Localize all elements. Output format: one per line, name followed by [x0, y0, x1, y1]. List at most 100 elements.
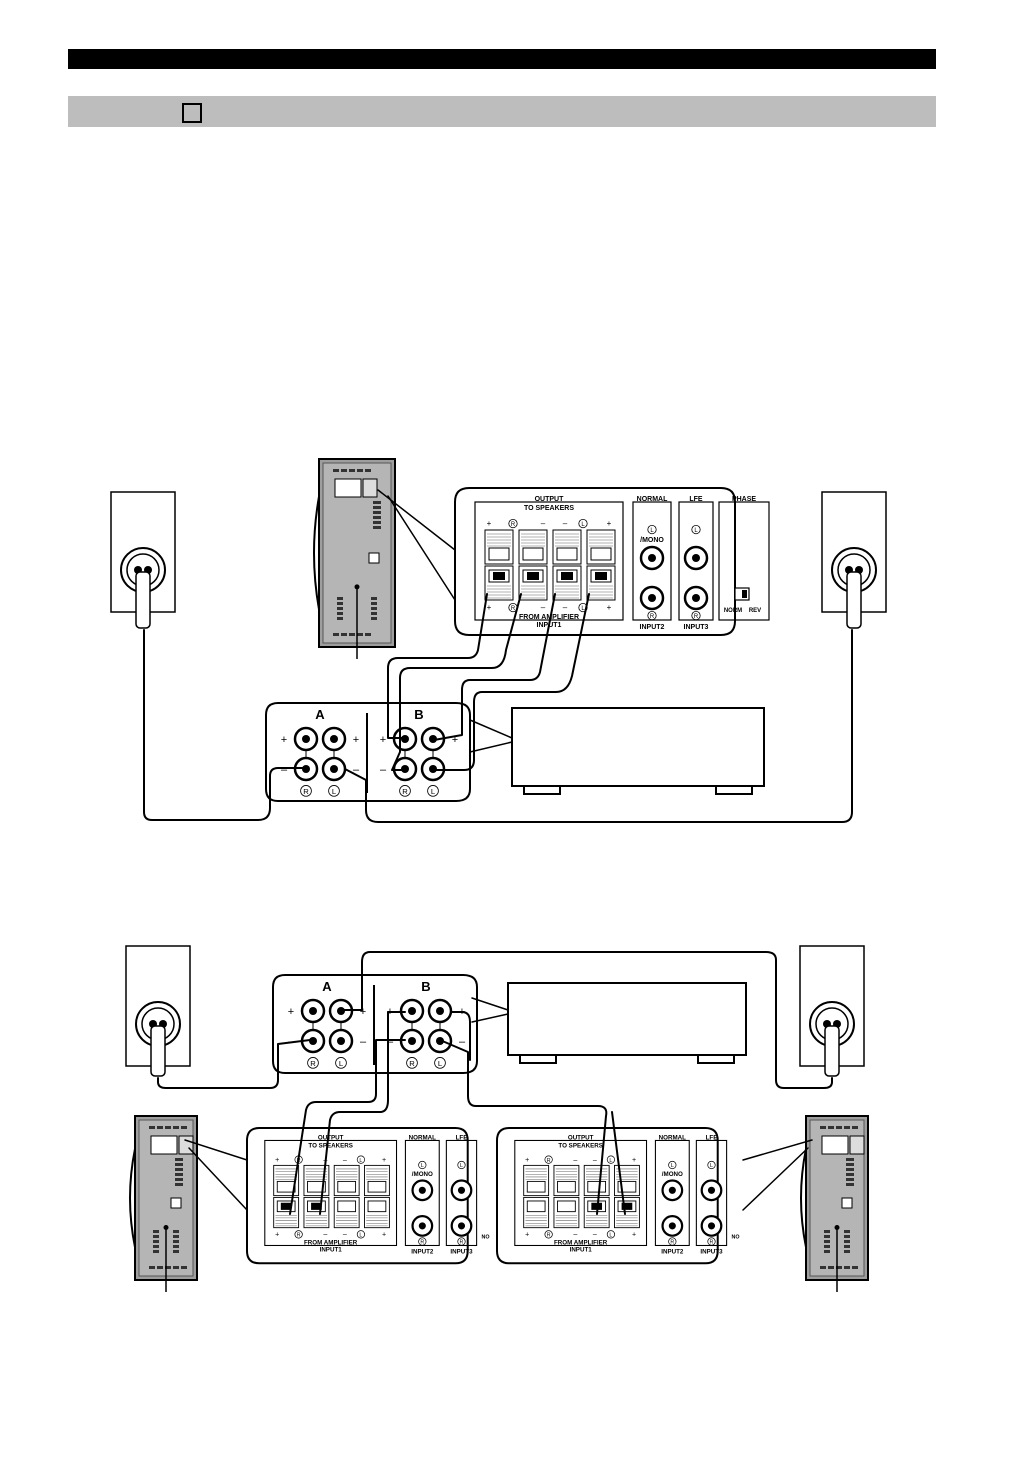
amplifier-top	[511, 707, 765, 795]
subwoofer-top-vent	[371, 597, 377, 600]
sub-input-panel-top-wire-inserted	[527, 572, 539, 580]
sub-input-panel-right-input1-label: INPUT1	[570, 1247, 593, 1254]
subwoofer-top-vent	[333, 633, 339, 636]
sub-input-panel-top-ch-l-ring	[691, 524, 701, 535]
subwoofer-right-bottom-vent	[844, 1240, 850, 1243]
subwoofer-left-bottom-vent	[173, 1126, 179, 1129]
subwoofer-right-bottom-vent	[846, 1158, 854, 1161]
sub-input-panel-top-terminal-clip	[488, 547, 510, 561]
sub-input-panel-top-ch-l-ring	[578, 518, 588, 529]
sub-input-panel-right-normal-label: NORMAL	[659, 1135, 686, 1142]
subwoofer-left-bottom-vent	[181, 1266, 187, 1269]
sub-input-panel-right-ch-r: R	[670, 1240, 674, 1246]
subwoofer-top-vent	[373, 511, 381, 514]
amp-terminals-top-label-b: B	[414, 707, 423, 722]
sub-input-panel-left-normal-label: NORMAL	[409, 1135, 436, 1142]
amp-terminals-top-ch-r-ring	[399, 785, 411, 797]
sub-input-panel-left-rca-jack-pin	[457, 1186, 466, 1194]
sub-input-panel-left-ch-l: L	[460, 1163, 463, 1169]
sub-input-panel-left-ch-r-ring	[418, 1237, 427, 1246]
sub-input-panel-left-mono-label: /MONO	[412, 1171, 433, 1178]
sub-input-panel-top-ch-r: R	[511, 606, 516, 612]
subwoofer-left-bottom-terminal-block	[150, 1135, 178, 1155]
subwoofer-left-bottom-vent	[153, 1245, 159, 1248]
zoom-line	[184, 1139, 248, 1161]
subwoofer-top-vent	[337, 612, 343, 615]
cable-sub-l-plus	[433, 593, 590, 771]
subwoofer-top-vent	[357, 633, 363, 636]
sub-input-panel-left-ch-l: L	[421, 1163, 424, 1169]
sub-input-panel-left-plus: +	[382, 1156, 386, 1164]
sub-input-panel-right-lfe-label: LFE	[706, 1135, 718, 1142]
subwoofer-right-bottom-vent	[846, 1168, 854, 1171]
subwoofer-right-bottom-vent	[844, 1126, 850, 1129]
sub-input-panel-right-ch-r-ring	[544, 1155, 553, 1164]
subwoofer-right-bottom-vent	[852, 1266, 858, 1269]
subwoofer-left-bottom-vent	[153, 1240, 159, 1243]
cable-right-speaker-top	[344, 629, 853, 823]
subwoofer-top-vent	[349, 633, 355, 636]
sub-input-panel-right-minus: –	[573, 1156, 577, 1164]
sub-input-panel-left-no-label: NO	[482, 1234, 490, 1240]
amplifier-top-foot	[523, 785, 561, 795]
subwoofer-right-bottom-vent	[828, 1126, 834, 1129]
amp-terminals-bottom-binding-post-hole	[337, 1037, 345, 1045]
sub-input-panel-right-ch-r: R	[710, 1240, 714, 1246]
amp-terminals-top-ch-r: R	[303, 787, 309, 796]
subwoofer-right-bottom-vent	[844, 1235, 850, 1238]
cable-left-speaker-top	[143, 629, 306, 821]
sub-input-panel-left-ch-l: L	[359, 1233, 362, 1239]
amp-terminals-top-ch-l-ring	[328, 785, 340, 797]
subwoofer-top-vent	[371, 607, 377, 610]
sub-input-panel-right-rca-jack-pin	[668, 1186, 676, 1194]
sub-input-panel-top-ch-r-ring	[647, 610, 657, 621]
sub-input-panel-left-input1-label: INPUT1	[320, 1247, 343, 1254]
sub-input-panel-right-mono-label: /MONO	[662, 1171, 683, 1178]
sub-input-panel-top-rev-label: REV	[749, 608, 761, 614]
sub-input-panel-top-plus: +	[607, 603, 612, 612]
sub-input-panel-left-ch-r-ring	[294, 1230, 303, 1239]
subwoofer-right-bottom-vent	[846, 1163, 854, 1166]
subwoofer-top-vent	[373, 521, 381, 524]
subwoofer-right-bottom-vent	[844, 1230, 850, 1233]
sub-input-panel-top-plus: +	[487, 603, 492, 612]
subwoofer-top-terminal-block	[334, 478, 362, 498]
amp-terminals-top-minus: –	[281, 764, 288, 776]
subwoofer-left-bottom-vent	[173, 1266, 179, 1269]
sub-input-panel-left-ch-r: R	[460, 1240, 464, 1246]
subwoofer-left-bottom-vent	[165, 1266, 171, 1269]
amp-terminals-top-plus: +	[281, 734, 287, 746]
cable-right-speaker-bottom	[339, 951, 833, 1089]
amp-terminals-top-binding-post-hole	[330, 735, 338, 743]
amp-terminals-bottom-ch-l-ring	[335, 1057, 347, 1069]
sub-input-panel-right-plus: +	[525, 1156, 529, 1164]
subwoofer-top-vent	[371, 612, 377, 615]
subwoofer-top-vent	[337, 607, 343, 610]
subwoofer-left-bottom-vent	[175, 1173, 183, 1176]
amp-terminals-bottom-binding-post-hole	[408, 1037, 416, 1045]
subwoofer-right-bottom-cord-grommet	[834, 1225, 840, 1231]
sub-input-panel-top-plus: +	[607, 519, 612, 528]
sub-input-panel-top-minus: –	[541, 603, 546, 612]
amp-terminals-bottom-ch-l: L	[438, 1059, 442, 1068]
sub-input-panel-left-from-amp-label: FROM AMPLIFIER	[304, 1240, 358, 1247]
sub-input-panel-right-to-speakers-label: TO SPEAKERS	[558, 1143, 602, 1150]
sub-input-panel-top-lfe-label: LFE	[689, 496, 703, 503]
subwoofer-right-bottom-vent	[824, 1250, 830, 1253]
amplifier-bottom-foot	[697, 1054, 735, 1064]
sub-input-panel-top-phase-switch-knob	[742, 590, 747, 598]
sub-input-panel-left-rca-jack-pin	[457, 1222, 466, 1230]
sub-input-panel-top-rca-jack-pin	[692, 594, 700, 602]
sub-input-panel-right-ch-l-ring	[606, 1230, 616, 1239]
amp-terminals-bottom-minus: –	[387, 1036, 394, 1048]
subwoofer-left-bottom-vent	[173, 1240, 179, 1243]
sub-input-panel-right-terminal-clip	[617, 1180, 637, 1193]
subwoofer-top-vent	[341, 469, 347, 472]
sub-input-panel-right-ch-r: R	[547, 1158, 551, 1164]
cable-sub-r-minus	[391, 593, 522, 771]
sub-input-panel-right-ch-l-ring	[606, 1155, 616, 1164]
sub-input-panel-right-input2-label: INPUT2	[661, 1248, 684, 1255]
subwoofer-top-vent	[371, 617, 377, 620]
front-speaker-left-bottom	[125, 945, 191, 1077]
